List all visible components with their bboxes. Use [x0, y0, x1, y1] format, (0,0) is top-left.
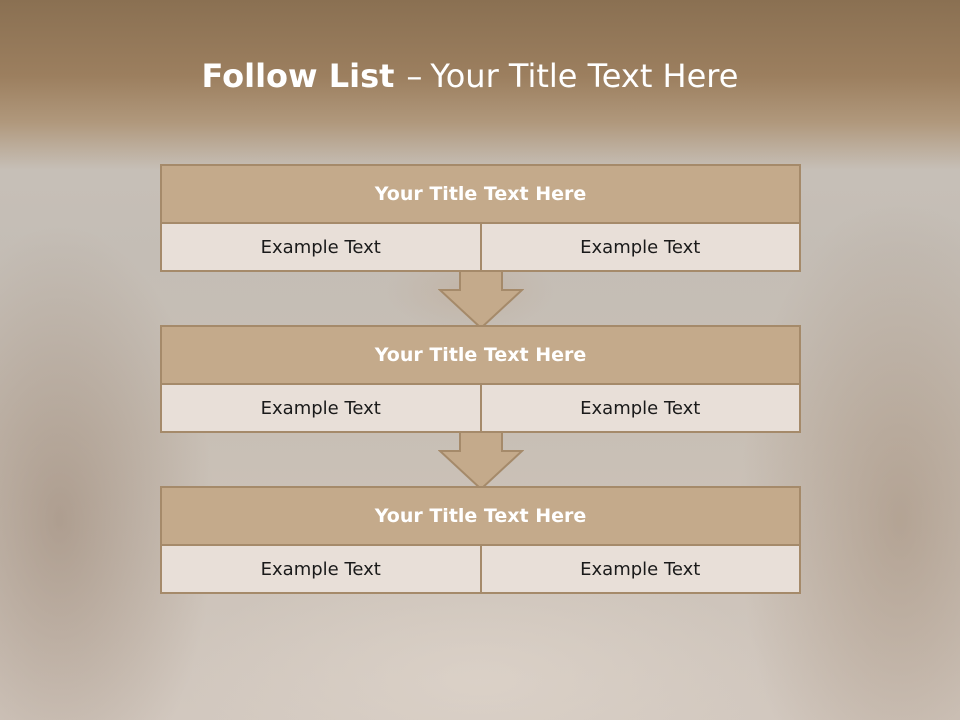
block-cell-left: Example Text [260, 397, 381, 419]
block-heading: Your Title Text Here [162, 488, 799, 546]
block-row: Example Text Example Text [162, 385, 799, 431]
block-cell-right: Example Text [479, 385, 800, 431]
block-cell-right: Example Text [479, 224, 800, 270]
slide-title-separator: – [406, 57, 423, 95]
slide-title-rest: Your Title Text Here [430, 57, 739, 95]
block-heading: Your Title Text Here [162, 327, 799, 385]
slide-title: Follow List–Your Title Text Here [0, 52, 940, 100]
block-cell-left: Example Text [260, 558, 381, 580]
block-heading: Your Title Text Here [162, 166, 799, 224]
slide-title-bold: Follow List [201, 57, 395, 95]
down-arrow-icon [438, 270, 524, 330]
down-arrow-icon [438, 431, 524, 491]
follow-block-2: Your Title Text Here Example Text Exampl… [160, 325, 801, 433]
header-band [0, 0, 960, 170]
block-row: Example Text Example Text [162, 546, 799, 592]
block-row: Example Text Example Text [162, 224, 799, 270]
block-cell-right: Example Text [479, 546, 800, 592]
block-cell-left: Example Text [260, 236, 381, 258]
follow-block-1: Your Title Text Here Example Text Exampl… [160, 164, 801, 272]
follow-block-3: Your Title Text Here Example Text Exampl… [160, 486, 801, 594]
